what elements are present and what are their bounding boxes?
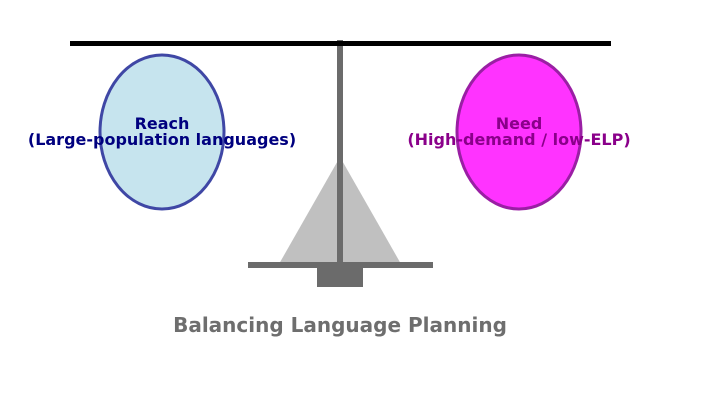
scale-pole xyxy=(337,40,343,264)
need-subtitle: (High-demand / low-ELP) xyxy=(407,130,630,149)
scale-beam xyxy=(70,41,611,46)
diagram-caption: Balancing Language Planning xyxy=(173,313,507,337)
base-bar xyxy=(248,262,433,268)
base-block xyxy=(317,267,363,287)
reach-pan xyxy=(98,53,226,211)
need-pan xyxy=(455,53,583,211)
need-title: Need xyxy=(496,114,543,133)
reach-subtitle: (Large-population languages) xyxy=(28,130,296,149)
reach-title: Reach xyxy=(135,114,190,133)
